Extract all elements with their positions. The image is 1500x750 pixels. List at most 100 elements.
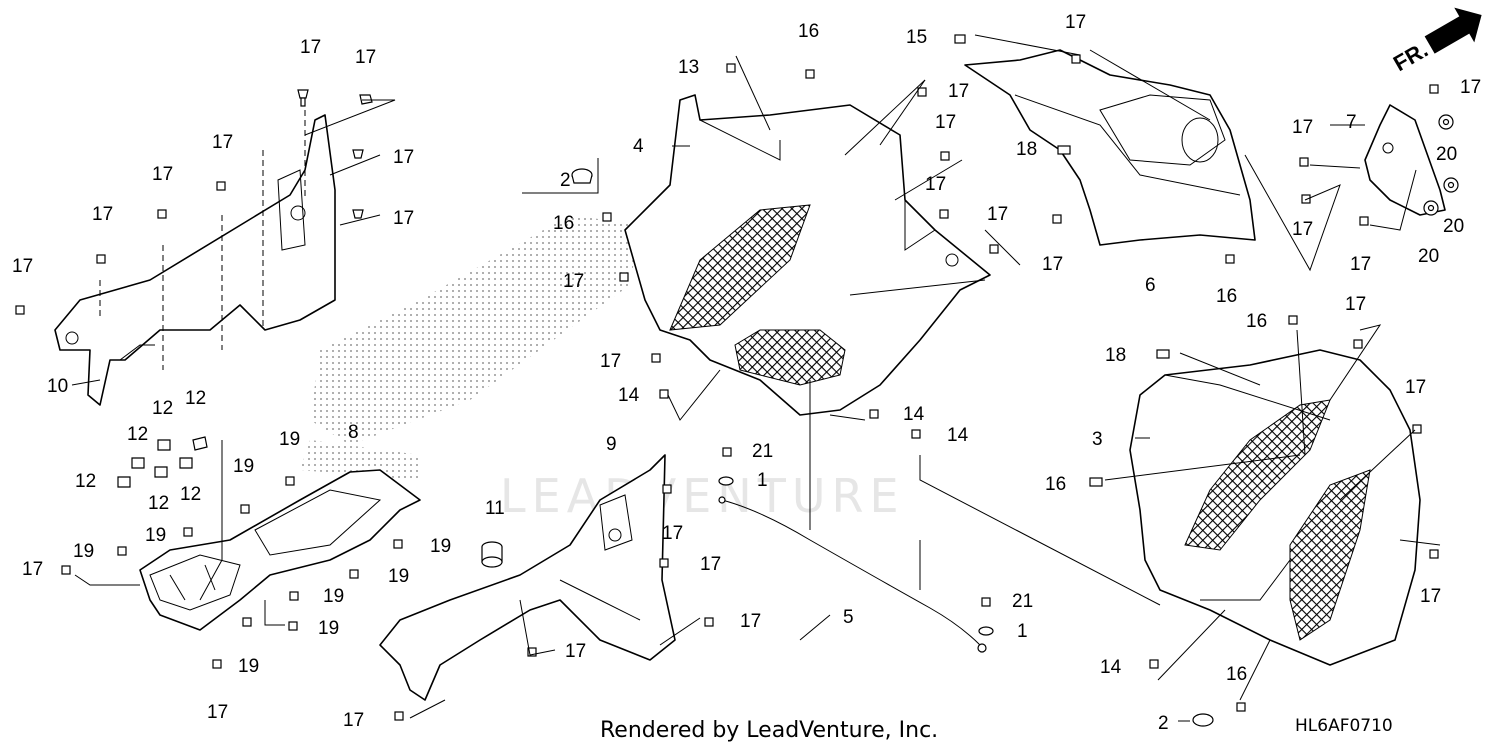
callout-1: 1 [757,470,768,491]
fasteners [15,34,1439,727]
callout-18: 18 [1105,345,1126,366]
part-20-washers [1423,114,1459,216]
part-2-cap [571,168,593,184]
callout-20: 20 [1436,144,1457,165]
part-6-duct-cover [964,49,1256,246]
callout-17: 17 [987,204,1008,225]
part-10-side-cover [54,114,336,406]
callout-12: 12 [152,398,173,419]
callout-16: 16 [1216,286,1237,307]
callout-17: 17 [152,164,173,185]
callout-11: 11 [485,498,505,519]
part-5-wire [718,496,987,653]
callout-17: 17 [563,271,584,292]
callout-19: 19 [430,536,451,557]
callout-17: 17 [700,554,721,575]
callout-5: 5 [843,607,854,628]
callout-19: 19 [323,586,344,607]
callout-17: 17 [343,710,364,731]
shading-region [310,215,640,445]
callout-20: 20 [1443,216,1464,237]
callout-9: 9 [606,434,617,455]
callout-14: 14 [947,425,969,446]
watermark-text: LEADVENTURE [500,469,905,523]
part-7-bracket [1364,104,1446,216]
callout-14: 14 [618,385,640,406]
callout-15: 15 [906,27,927,48]
callout-19: 19 [318,618,339,639]
callout-21: 21 [752,441,773,462]
part-12-clips [117,436,208,488]
callout-17: 17 [1065,12,1086,33]
leader-lines [71,34,1441,719]
callout-17: 17 [212,132,233,153]
callout-13: 13 [678,57,699,78]
callout-17: 17 [22,559,43,580]
callout-17: 17 [565,641,586,662]
callout-17: 17 [1405,377,1426,398]
callout-10: 10 [47,376,68,397]
callout-6: 6 [1145,275,1156,296]
callout-17: 17 [12,256,33,277]
callout-17: 17 [740,611,761,632]
callout-17: 17 [207,702,228,723]
callout-12: 12 [180,484,201,505]
callout-4: 4 [633,136,644,157]
callout-1: 1 [1017,621,1028,642]
callout-17: 17 [1420,586,1441,607]
callout-17: 17 [355,47,376,68]
callout-17: 17 [925,174,946,195]
callout-17: 17 [393,208,414,229]
shading-region-2 [300,440,420,480]
callout-12: 12 [185,388,206,409]
part-8-center-console [139,469,421,631]
callout-17: 17 [948,81,969,102]
callout-20: 20 [1418,246,1439,267]
part-4-inner-panel [624,94,991,416]
callout-17: 17 [300,37,321,58]
callout-16: 16 [1226,664,1247,685]
callout-17: 17 [1292,219,1313,240]
callout-14: 14 [903,404,925,425]
diagram-code: HL6AF0710 [1295,716,1393,736]
callout-12: 12 [75,471,96,492]
callout-16: 16 [553,213,574,234]
callout-19: 19 [279,429,300,450]
callout-17: 17 [600,351,621,372]
rendered-by-credit: Rendered by LeadVenture, Inc. [600,718,939,743]
callout-16: 16 [1045,474,1066,495]
callout-numbers: 17 17 17 17 17 17 17 17 10 12 12 12 12 1… [12,12,1481,734]
part-9-side-cover [379,454,676,701]
callout-19: 19 [73,541,94,562]
callout-19: 19 [145,525,166,546]
callout-12: 12 [148,493,169,514]
callout-16: 16 [798,21,819,42]
callout-17: 17 [1350,254,1371,275]
part-3-inner-panel [1129,349,1421,666]
part-11-grommet [481,541,503,568]
callout-17: 17 [92,204,113,225]
callout-3: 3 [1092,429,1103,450]
callout-8: 8 [348,422,359,443]
callout-7: 7 [1346,112,1357,133]
callout-17: 17 [1292,117,1313,138]
callout-19: 19 [388,566,409,587]
callout-17: 17 [935,112,956,133]
callout-17: 17 [1042,254,1063,275]
callout-19: 19 [238,656,259,677]
callout-2: 2 [1158,713,1169,734]
callout-17: 17 [1460,77,1481,98]
callout-16: 16 [1246,311,1267,332]
callout-21: 21 [1012,591,1033,612]
callout-19: 19 [233,456,254,477]
callout-12: 12 [127,424,148,445]
callout-14: 14 [1100,657,1122,678]
callout-18: 18 [1016,139,1037,160]
front-direction-arrow: FR. [1389,7,1482,76]
callout-17: 17 [393,147,414,168]
callout-17: 17 [1345,294,1366,315]
callout-17: 17 [662,523,683,544]
callout-2: 2 [560,170,571,191]
front-direction-label: FR. [1389,37,1432,76]
